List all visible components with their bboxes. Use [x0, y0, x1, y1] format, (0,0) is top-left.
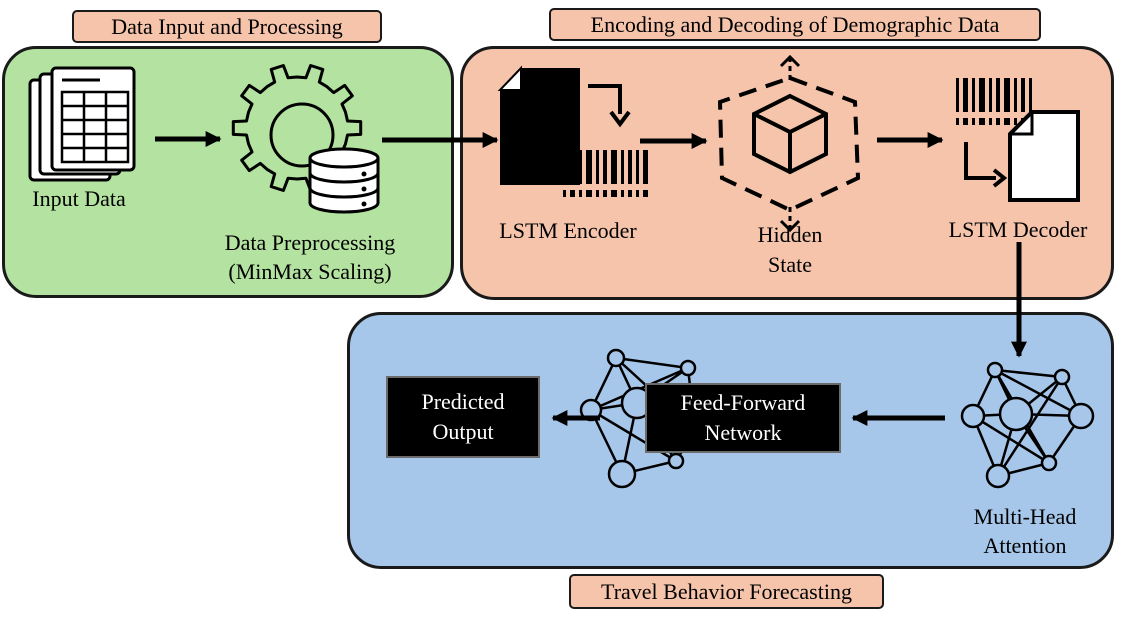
decoder-barcode	[956, 78, 1032, 125]
barcode-dot	[603, 190, 607, 197]
network-node	[679, 359, 697, 377]
network-node	[1040, 454, 1058, 472]
barcode-dot	[636, 190, 639, 197]
flow-arrows	[155, 130, 1028, 427]
barcode-dot	[979, 118, 985, 125]
barcode-bar	[1014, 78, 1017, 112]
network-node	[1067, 402, 1095, 430]
barcode-dot	[956, 118, 959, 125]
network-edge	[615, 356, 689, 370]
barcode-dot	[586, 190, 592, 197]
hidden-state-label-line1: Hidden	[757, 222, 823, 247]
barcode-dot	[963, 118, 968, 125]
predicted-output-box: Predicted Output	[386, 376, 540, 458]
barcode-dot	[643, 190, 648, 197]
network-node	[607, 459, 637, 489]
network-node	[1053, 368, 1071, 386]
barcode-bar	[1029, 78, 1032, 112]
predicted-output-line1: Predicted	[421, 389, 505, 414]
barcode-dot	[628, 190, 632, 197]
feed-forward-network-box: Feed-Forward Network	[645, 383, 841, 453]
network-edge	[994, 368, 1063, 379]
barcode-dot	[996, 118, 1000, 125]
hidden-state-label-line2: State	[768, 252, 812, 277]
input-data-label: Input Data	[32, 186, 126, 211]
barcode-bar	[579, 150, 582, 184]
barcode-bar	[1021, 78, 1025, 112]
barcode-bar	[586, 150, 592, 184]
barcode-dot	[579, 190, 582, 197]
encoding-decoding-title: Encoding and Decoding of Demographic Dat…	[549, 8, 1041, 41]
barcode-bar	[596, 150, 599, 184]
barcode-dot	[989, 118, 992, 125]
barcode-dot	[596, 190, 599, 197]
barcode-bar	[979, 78, 985, 112]
barcode-bar	[956, 78, 959, 112]
barcode-bar	[636, 150, 639, 184]
preprocessing-label-line2: (MinMax Scaling)	[228, 259, 392, 284]
encoder-barcode	[563, 150, 648, 197]
barcode-bar	[621, 150, 624, 184]
network-node	[960, 403, 986, 429]
network-edge	[996, 376, 1064, 477]
barcode-bar	[1004, 78, 1010, 112]
hidden-cube-icon	[717, 54, 861, 233]
barcode-bar	[972, 78, 975, 112]
barcode-dot	[563, 190, 566, 197]
predicted-output-line2: Output	[432, 419, 494, 444]
barcode-dot	[1014, 118, 1017, 125]
gear-database-icon	[231, 64, 380, 214]
preprocessing-label-line1: Data Preprocessing	[224, 230, 396, 255]
barcode-bar	[611, 150, 617, 184]
barcode-document-icon	[956, 78, 1080, 202]
barcode-bar	[996, 78, 1000, 112]
barcode-dot	[1004, 118, 1010, 125]
lstm-decoder-label: LSTM Decoder	[948, 217, 1088, 242]
barcode-dot	[972, 118, 975, 125]
ffn-line1: Feed-Forward	[680, 390, 806, 415]
barcode-bar	[570, 150, 575, 184]
network-edge	[972, 414, 1050, 465]
forecasting-title: Travel Behavior Forecasting	[569, 574, 884, 609]
document-barcode-icon	[497, 65, 648, 197]
attention-label-line2: Attention	[983, 533, 1067, 558]
input-processing-title: Data Input and Processing	[72, 10, 382, 43]
spreadsheet-icon	[28, 66, 136, 182]
barcode-bar	[643, 150, 648, 184]
network-edge	[994, 368, 1082, 418]
barcode-bar	[603, 150, 607, 184]
barcode-dot	[621, 190, 624, 197]
barcode-bar	[989, 78, 992, 112]
barcode-bar	[628, 150, 632, 184]
network-node	[986, 361, 1004, 379]
barcode-bar	[963, 78, 968, 112]
network-node	[667, 452, 685, 470]
network-node	[998, 396, 1034, 432]
lstm-encoder-label: LSTM Encoder	[499, 218, 637, 243]
barcode-dot	[570, 190, 575, 197]
barcode-dot	[611, 190, 617, 197]
network-node	[985, 463, 1011, 489]
attention-label-line1: Multi-Head	[973, 504, 1077, 529]
neural-network-icon	[960, 361, 1095, 489]
network-node	[606, 348, 626, 368]
barcode-bar	[563, 150, 566, 184]
ffn-line2: Network	[704, 420, 782, 445]
